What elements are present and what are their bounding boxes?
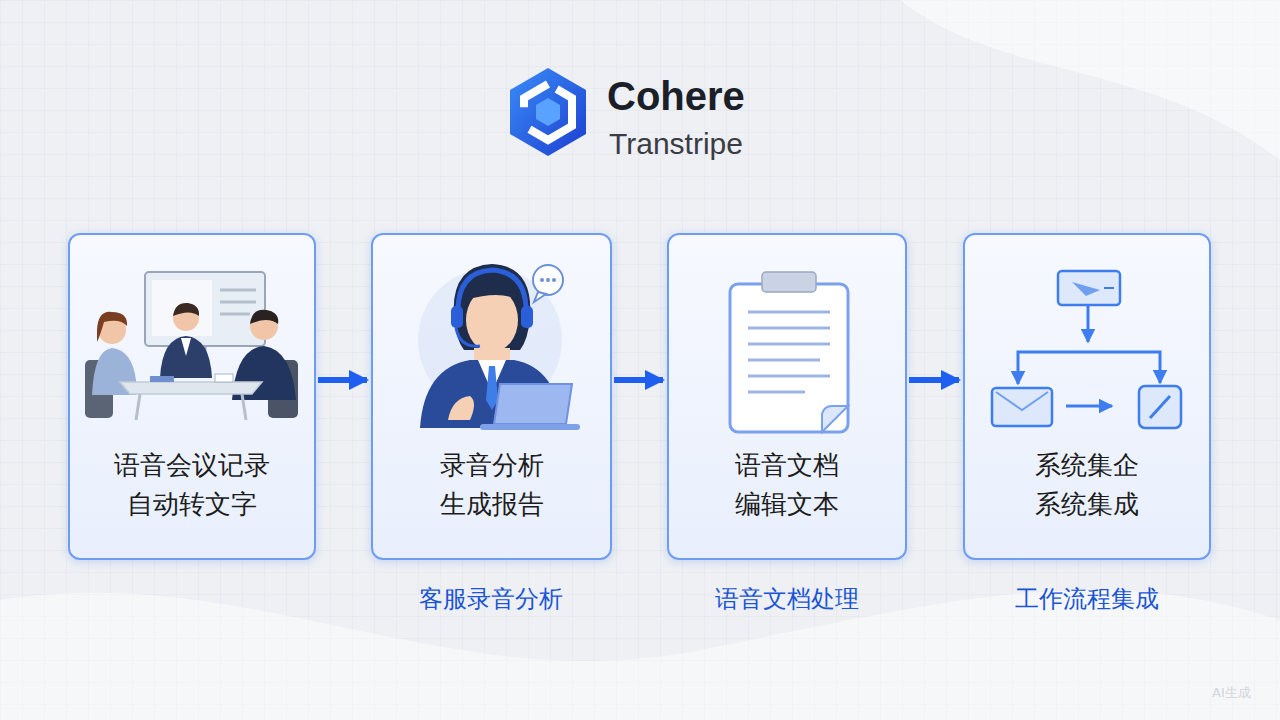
- box-fill: [371, 233, 612, 560]
- workflow-illustration: [992, 271, 1181, 428]
- section-label: 客服录音分析: [419, 583, 563, 615]
- box-fill: [68, 233, 316, 560]
- flow-arrow: [909, 377, 959, 383]
- box-text: 系统集企 系统集成: [987, 446, 1187, 524]
- watermark: AI生成: [1212, 684, 1251, 702]
- meeting-illustration: [85, 272, 298, 420]
- box-fill: [963, 233, 1211, 560]
- flow-arrow: [318, 377, 367, 383]
- document-illustration: [730, 272, 848, 432]
- wave: [900, 0, 1280, 160]
- section-label: 工作流程集成: [1015, 583, 1159, 615]
- agent-illustration: [418, 264, 580, 430]
- process-box: 系统集企 系统集成: [963, 233, 1211, 560]
- box-text: 录音分析 生成报告: [392, 446, 592, 524]
- subtitle: Transtripe: [609, 127, 743, 161]
- title: Cohere: [607, 74, 745, 119]
- box-fill: [667, 233, 907, 560]
- flow-arrow: [614, 377, 663, 383]
- logo-icon: [510, 68, 586, 156]
- process-box: 录音分析 生成报告: [371, 233, 612, 560]
- box-text: 语音文档 编辑文本: [687, 446, 887, 524]
- section-label: 语音文档处理: [715, 583, 859, 615]
- process-box: 语音会议记录 自动转文字: [68, 233, 316, 560]
- box-text: 语音会议记录 自动转文字: [92, 446, 292, 524]
- process-box: 语音文档 编辑文本: [667, 233, 907, 560]
